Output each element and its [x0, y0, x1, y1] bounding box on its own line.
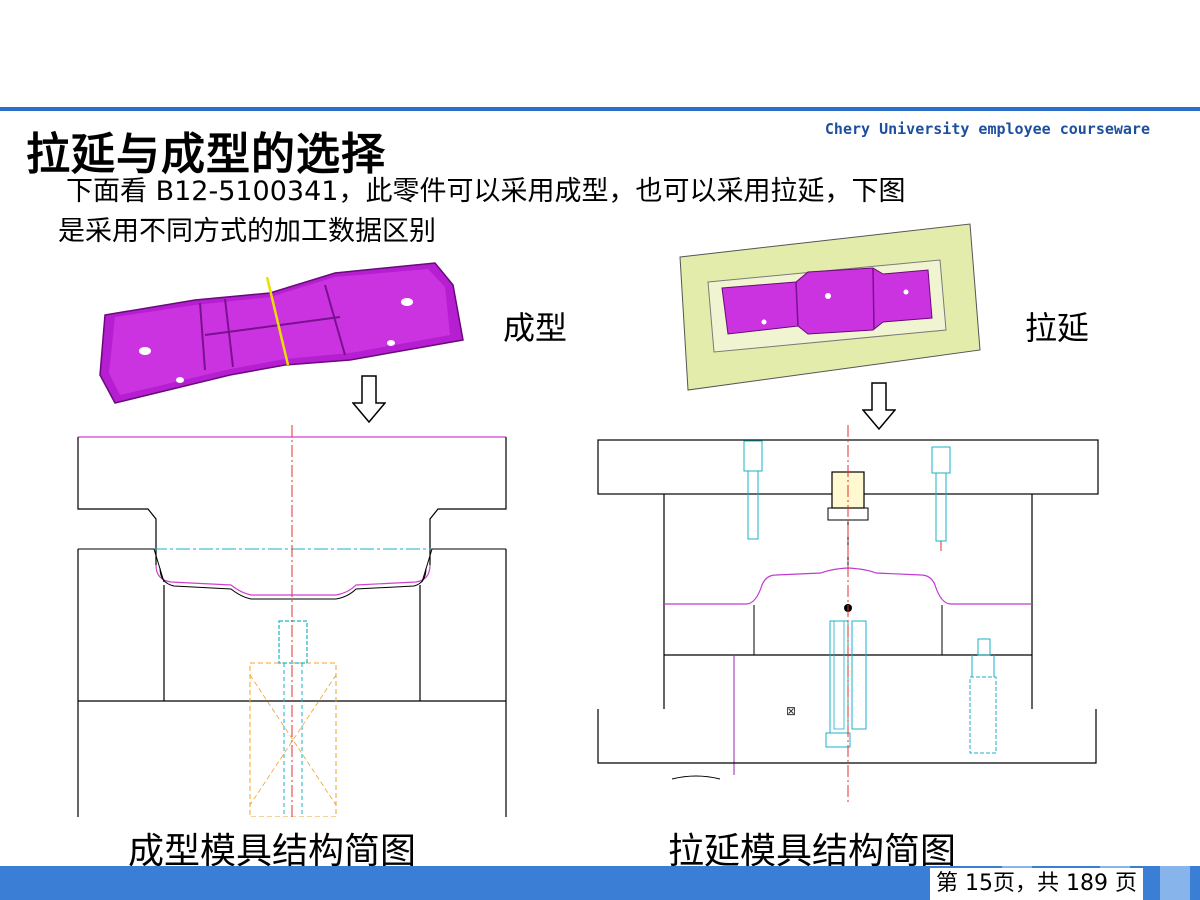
- forming-label: 成型: [503, 309, 568, 347]
- svg-text:⊠: ⊠: [786, 704, 796, 718]
- drawing-die-caption: 拉延模具结构简图: [668, 831, 957, 872]
- intro-line-1: 下面看 B12-5100341，此零件可以采用成型，也可以采用拉延，下图: [66, 176, 906, 207]
- slide-title: 拉延与成型的选择: [26, 129, 386, 180]
- forming-die-caption: 成型模具结构简图: [128, 831, 417, 872]
- drawing-part-image: [679, 223, 981, 391]
- down-arrow-icon: [352, 375, 386, 423]
- down-arrow-icon: [862, 382, 896, 430]
- intro-paragraph: 下面看 B12-5100341，此零件可以采用成型，也可以采用拉延，下图 是采用…: [58, 172, 1108, 252]
- header-divider-line: [0, 107, 1200, 111]
- page-indicator: 第 15页，共 189 页: [930, 868, 1143, 900]
- intro-line-2: 是采用不同方式的加工数据区别: [58, 216, 436, 247]
- footer-block: [1160, 866, 1190, 900]
- brand-text: Chery University employee courseware: [824, 120, 1150, 138]
- forming-die-diagram: [77, 425, 507, 817]
- forming-part-image: [99, 262, 464, 404]
- drawing-die-diagram: ⊠: [597, 425, 1099, 803]
- drawing-label: 拉延: [1025, 309, 1090, 347]
